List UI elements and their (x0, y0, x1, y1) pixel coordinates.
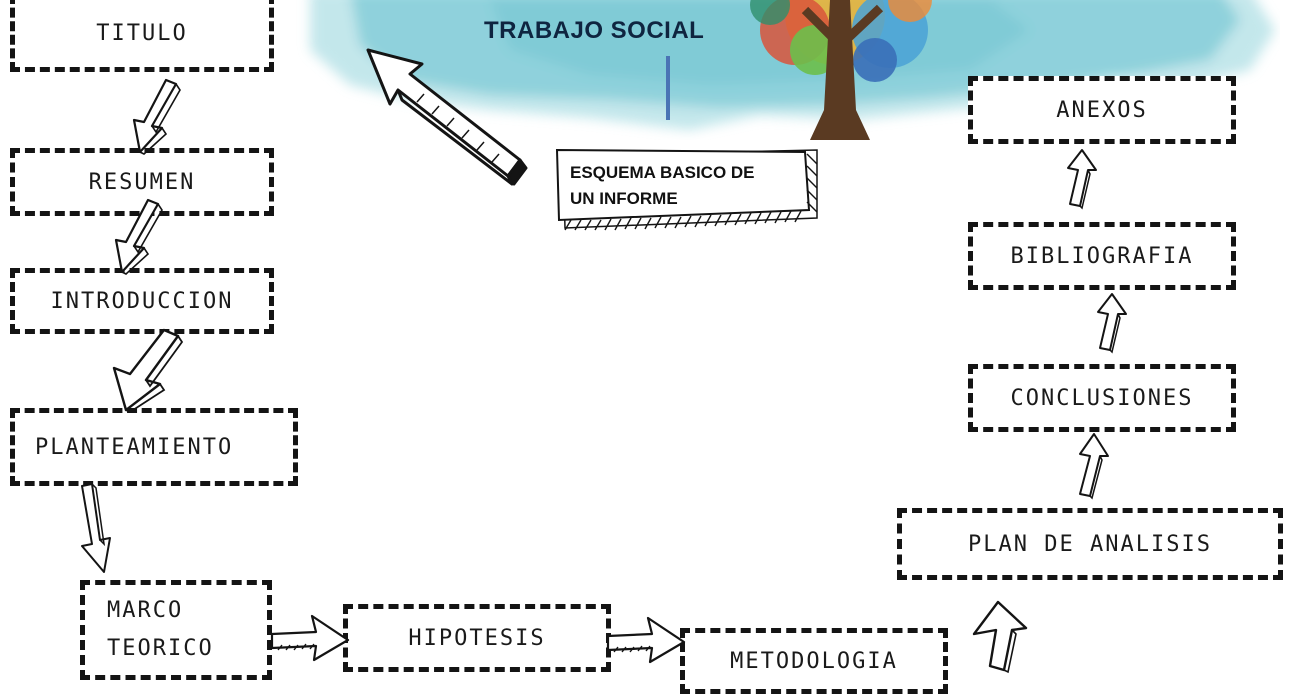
step-marco-label-1: MARCO (107, 598, 184, 623)
flow-arrow-up-2-icon (1079, 433, 1109, 500)
pointing-arrow-icon (366, 48, 528, 186)
step-anexos: ANEXOS (968, 76, 1236, 144)
caption-text: ESQUEMA BASICO DE UN INFORME (570, 160, 810, 212)
step-marco-label-2: TEORICO (107, 636, 214, 661)
step-titulo: TITULO (10, 0, 274, 72)
step-planteamiento-label: PLANTEAMIENTO (35, 434, 234, 460)
divider-line (666, 56, 670, 120)
step-bibliografia: BIBLIOGRAFIA (968, 222, 1236, 290)
step-hipotesis: HIPOTESIS (343, 604, 611, 672)
step-conclusiones-label: CONCLUSIONES (1010, 385, 1194, 411)
step-marco-teorico: MARCO TEORICO (80, 580, 272, 680)
step-anexos-label: ANEXOS (1056, 97, 1148, 123)
step-metodologia-label: METODOLOGIA (730, 648, 898, 674)
flow-arrow-up-4-icon (1067, 149, 1097, 210)
step-conclusiones: CONCLUSIONES (968, 364, 1236, 432)
step-plan-label: PLAN DE ANALISIS (968, 531, 1212, 557)
caption-card (555, 148, 818, 231)
flow-arrow-down-1-icon (132, 78, 181, 155)
flow-arrow-right-1-icon (270, 614, 350, 662)
flow-arrow-up-3-icon (1097, 293, 1127, 354)
caption-line-2: UN INFORME (570, 189, 678, 208)
hand-tree-icon (750, 0, 932, 140)
header-title: TRABAJO SOCIAL (484, 17, 705, 44)
flow-arrow-down-2-icon (114, 198, 163, 275)
step-resumen-label: RESUMEN (88, 169, 196, 195)
flow-arrow-down-3-icon (112, 328, 184, 414)
flow-arrow-down-4-icon (81, 483, 111, 573)
step-introduccion: INTRODUCCION (10, 268, 274, 334)
step-plan-de-analisis: PLAN DE ANALISIS (897, 508, 1283, 580)
step-planteamiento: PLANTEAMIENTO (10, 408, 298, 486)
flow-arrow-up-1-icon (972, 600, 1028, 674)
caption-line-1: ESQUEMA BASICO DE (570, 163, 755, 182)
step-bibliografia-label: BIBLIOGRAFIA (1010, 243, 1194, 269)
step-introduccion-label: INTRODUCCION (50, 288, 234, 314)
step-hipotesis-label: HIPOTESIS (408, 625, 546, 651)
step-titulo-label: TITULO (96, 20, 188, 46)
flow-arrow-right-2-icon (606, 616, 686, 664)
step-metodologia: METODOLOGIA (680, 628, 948, 694)
